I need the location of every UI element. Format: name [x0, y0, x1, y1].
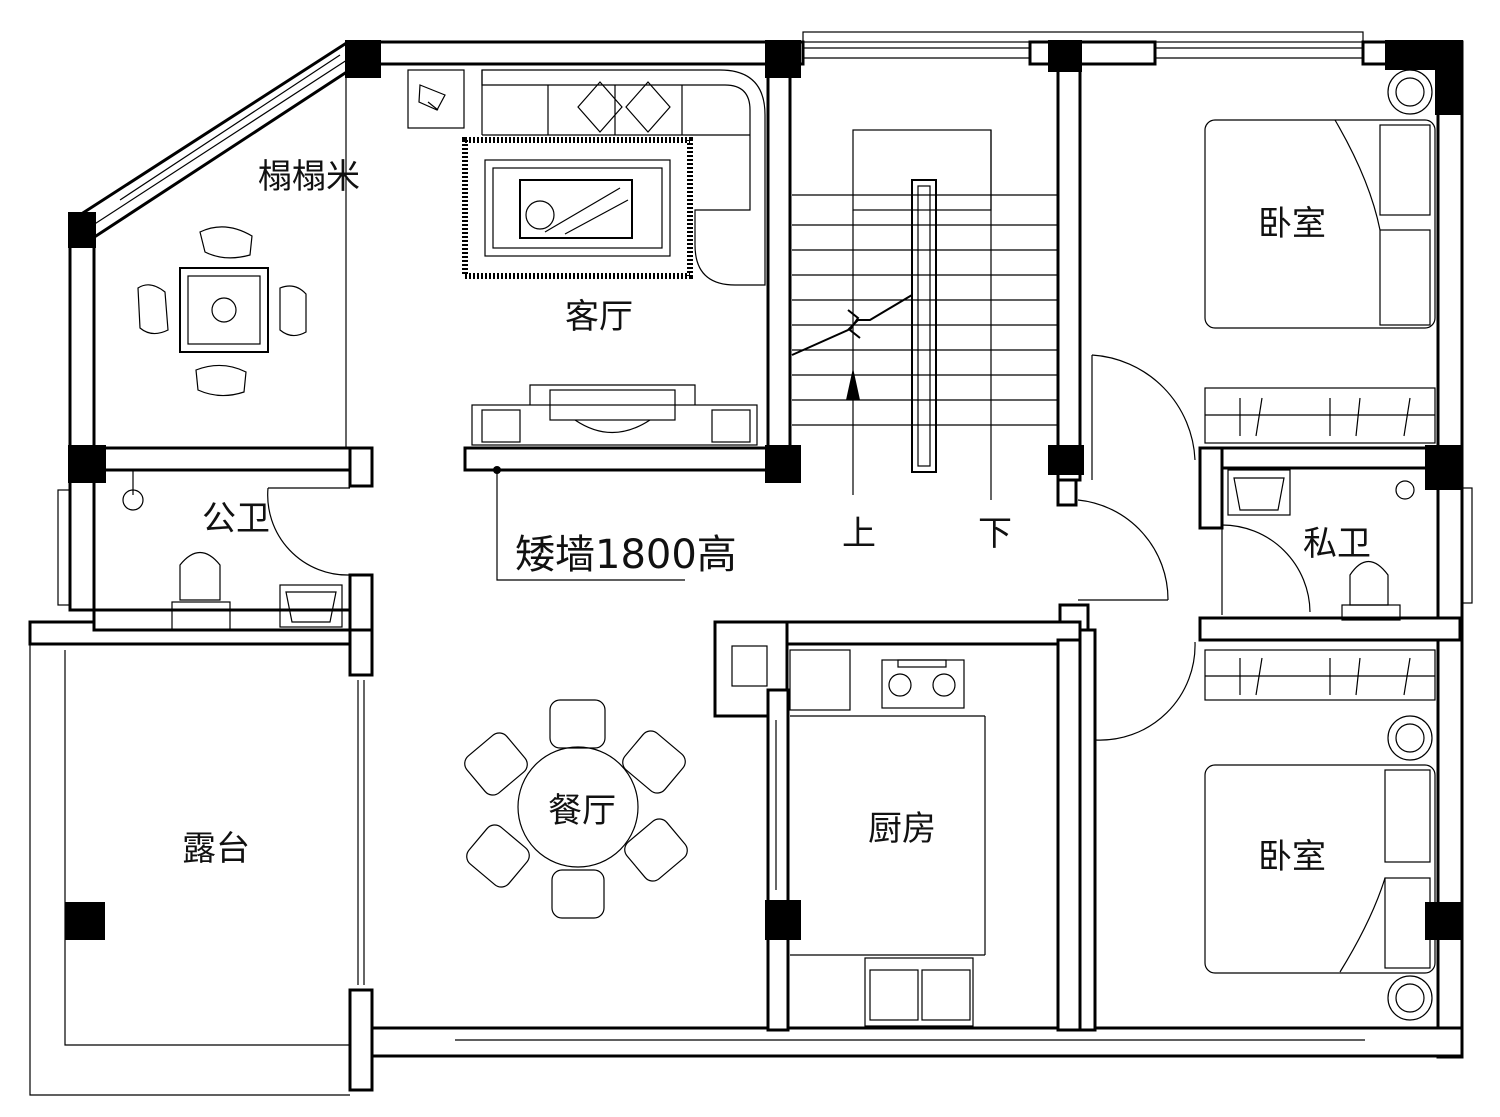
- exterior-walls: [28, 31, 1473, 1096]
- room-label-dining-room: 餐厅: [548, 791, 616, 831]
- public-bath-fixtures: [122, 470, 343, 631]
- room-label-public-bath: 公卫: [202, 499, 270, 539]
- kitchen-fixtures: [789, 649, 986, 1027]
- structural-columns: [65, 40, 1463, 940]
- interior-walls: [92, 40, 1462, 1032]
- room-label-bedroom-top: 卧室: [1258, 204, 1326, 244]
- private-bath-fixtures: [1227, 469, 1415, 621]
- room-label-terrace: 露台: [182, 829, 250, 869]
- doors: [267, 354, 1311, 741]
- stair-up-label: 上: [842, 514, 876, 554]
- bedroom-bottom-furniture: [1204, 649, 1436, 1021]
- dining-set: [464, 699, 688, 919]
- room-label-bedroom-bottom: 卧室: [1258, 837, 1326, 877]
- low-wall-leader-dot: [493, 466, 501, 474]
- bedroom-top-furniture: [1204, 69, 1436, 444]
- low-wall-annotation: 矮墙1800高: [515, 532, 737, 578]
- room-label-tatami: 榻榻米: [258, 157, 360, 197]
- room-label-living-room: 客厅: [565, 297, 633, 337]
- tatami-furniture: [137, 64, 347, 448]
- room-label-private-bath: 私卫: [1303, 524, 1371, 564]
- stair-treads: [792, 194, 1058, 426]
- staircase: [791, 129, 1058, 500]
- room-label-kitchen: 厨房: [868, 809, 936, 849]
- living-room-furniture: [407, 69, 766, 446]
- stair-down-label: 下: [978, 514, 1012, 554]
- low-wall-leader: [496, 470, 685, 581]
